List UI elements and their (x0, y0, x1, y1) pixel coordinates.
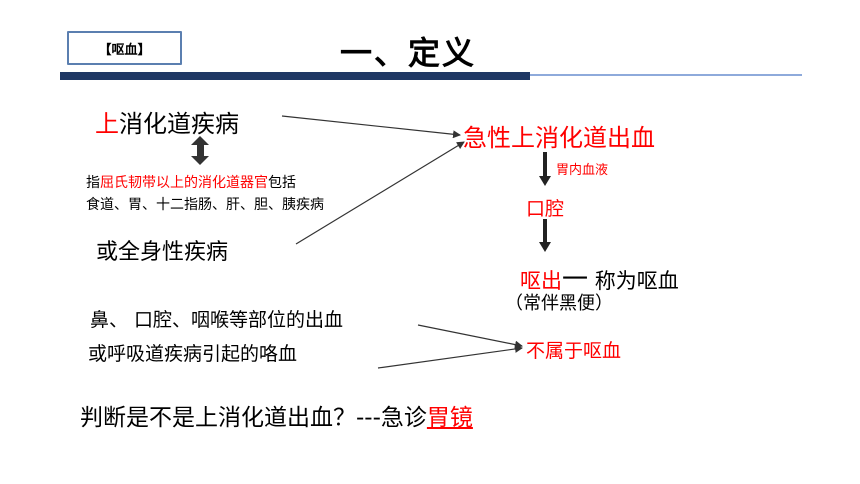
arrow-systemic-to-acute (295, 141, 465, 245)
not-hematemesis: 不属于呕血 (526, 340, 622, 362)
definition-prefix: 指 (86, 175, 100, 191)
arrow-mouth-to-vomit (539, 219, 551, 252)
gastric-blood-label: 胃内血液 (556, 163, 609, 178)
diagnosis-question: 判断是不是上消化道出血？---急诊胃镜 (80, 398, 473, 432)
upper-gi-disease: 上消化道疾病 (95, 104, 239, 139)
upper-char: 上 (95, 110, 119, 138)
title-underline-dark (60, 72, 530, 80)
called-hematemesis: 称为呕血 (588, 269, 679, 293)
double-arrow-icon (191, 136, 209, 165)
arrow-nose-to-not (417, 324, 523, 349)
hematemesis-definition: 呕出一 称为呕血 (520, 259, 679, 296)
acute-upper-gi-bleeding: 急性上消化道出血 (463, 124, 655, 152)
section-tag: 【呕血】 (67, 31, 182, 65)
arrow-resp-to-not (377, 345, 523, 369)
arrow-acute-to-mouth (539, 152, 551, 186)
melena-note: （常伴黑便） (505, 293, 613, 314)
exclusion-line-2: 或呼吸道疾病引起的咯血 (88, 343, 298, 365)
definition-highlight: 屈氏韧带以上的消化道器官 (100, 175, 268, 191)
slide-title: 一、定义 (340, 34, 477, 72)
systemic-disease: 或全身性疾病 (96, 240, 229, 265)
vomit-out-label: 呕出 (520, 269, 562, 293)
mouth-label: 口腔 (526, 198, 565, 220)
dash-mark: 一 (562, 265, 589, 295)
arrow-upper-to-acute (281, 115, 461, 139)
gastroscopy-link: 胃镜 (426, 405, 473, 431)
upper-gi-rest: 消化道疾病 (119, 110, 239, 138)
title-underline-thin (530, 74, 802, 76)
definition-line-2: 食道、胃、十二指肠、肝、胆、胰疾病 (86, 197, 324, 213)
exclusion-line-1: 鼻、 口腔、咽喉等部位的出血 (90, 309, 344, 331)
definition-line-1: 指屈氏韧带以上的消化道器官包括 (86, 172, 296, 192)
question-text: 判断是不是上消化道出血？---急诊 (80, 405, 427, 431)
definition-suffix: 包括 (268, 175, 296, 191)
